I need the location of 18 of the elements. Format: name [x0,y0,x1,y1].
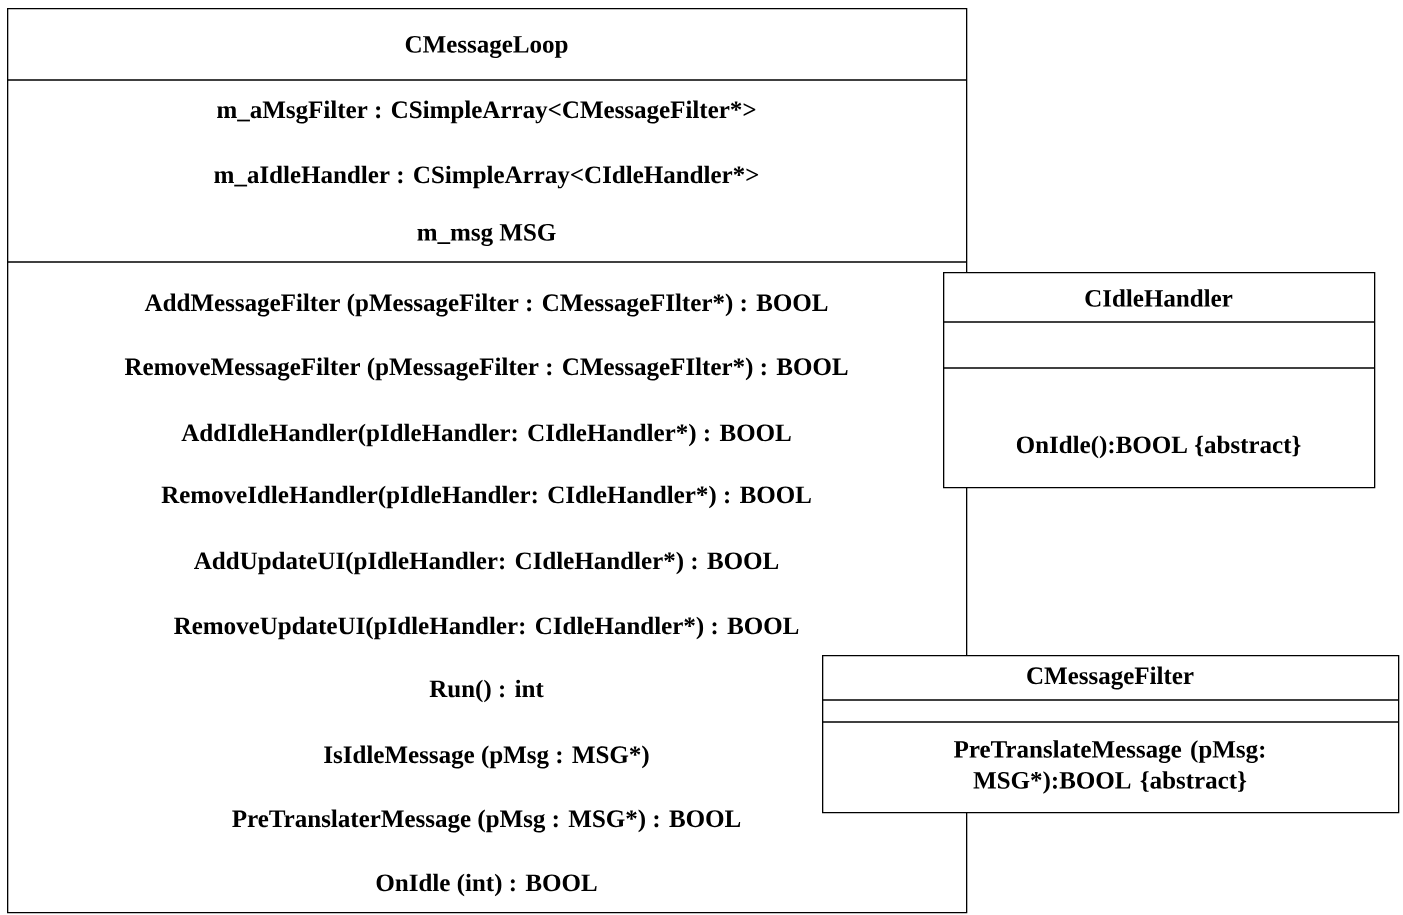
attribute-text: m_aIdleHandler : CSimpleArray<CIdleHandler*> [214,165,759,189]
method-text: RemoveMessageFilter (pMessageFilter : CMessageFIlter*) : BOOL [124,357,848,381]
class-name: CMessageFilter [1027,666,1194,690]
attribute-text: m_msg MSG [417,223,556,247]
method-text: AddMessageFilter (pMessageFilter : CMessageFIlter*) : BOOL [144,293,828,317]
method-text: RemoveIdleHandler(pIdleHandler: CIdleHandler*) : BOOL [161,485,811,509]
method-text: IsIdleMessage (pMsg : MSG*) [324,745,649,769]
method-text: RemoveUpdateUI(pIdleHandler: CIdleHandler*) : BOOL [174,616,799,640]
method-text: PreTranslateMessage (pMsg: MSG*):BOOL {abstract} [954,740,1265,794]
class-name: CMessageLoop [405,35,568,59]
method-text: OnIdle (int) : BOOL [376,873,597,897]
method-text: PreTranslaterMessage (pMsg : MSG*) : BOOL [232,809,741,833]
attribute-text: m_aMsgFilter : CSimpleArray<CMessageFilter*> [217,100,756,124]
method-text: Run() : int [429,679,544,703]
class-name: CIdleHandler [1085,289,1233,307]
method-text: OnIdle():BOOL {abstract} [1016,435,1301,459]
method-text: AddUpdateUI(pIdleHandler: CIdleHandler*) : BOOL [194,551,779,575]
method-text: AddIdleHandler(pIdleHandler: CIdleHandler*) : BOOL [181,423,791,447]
